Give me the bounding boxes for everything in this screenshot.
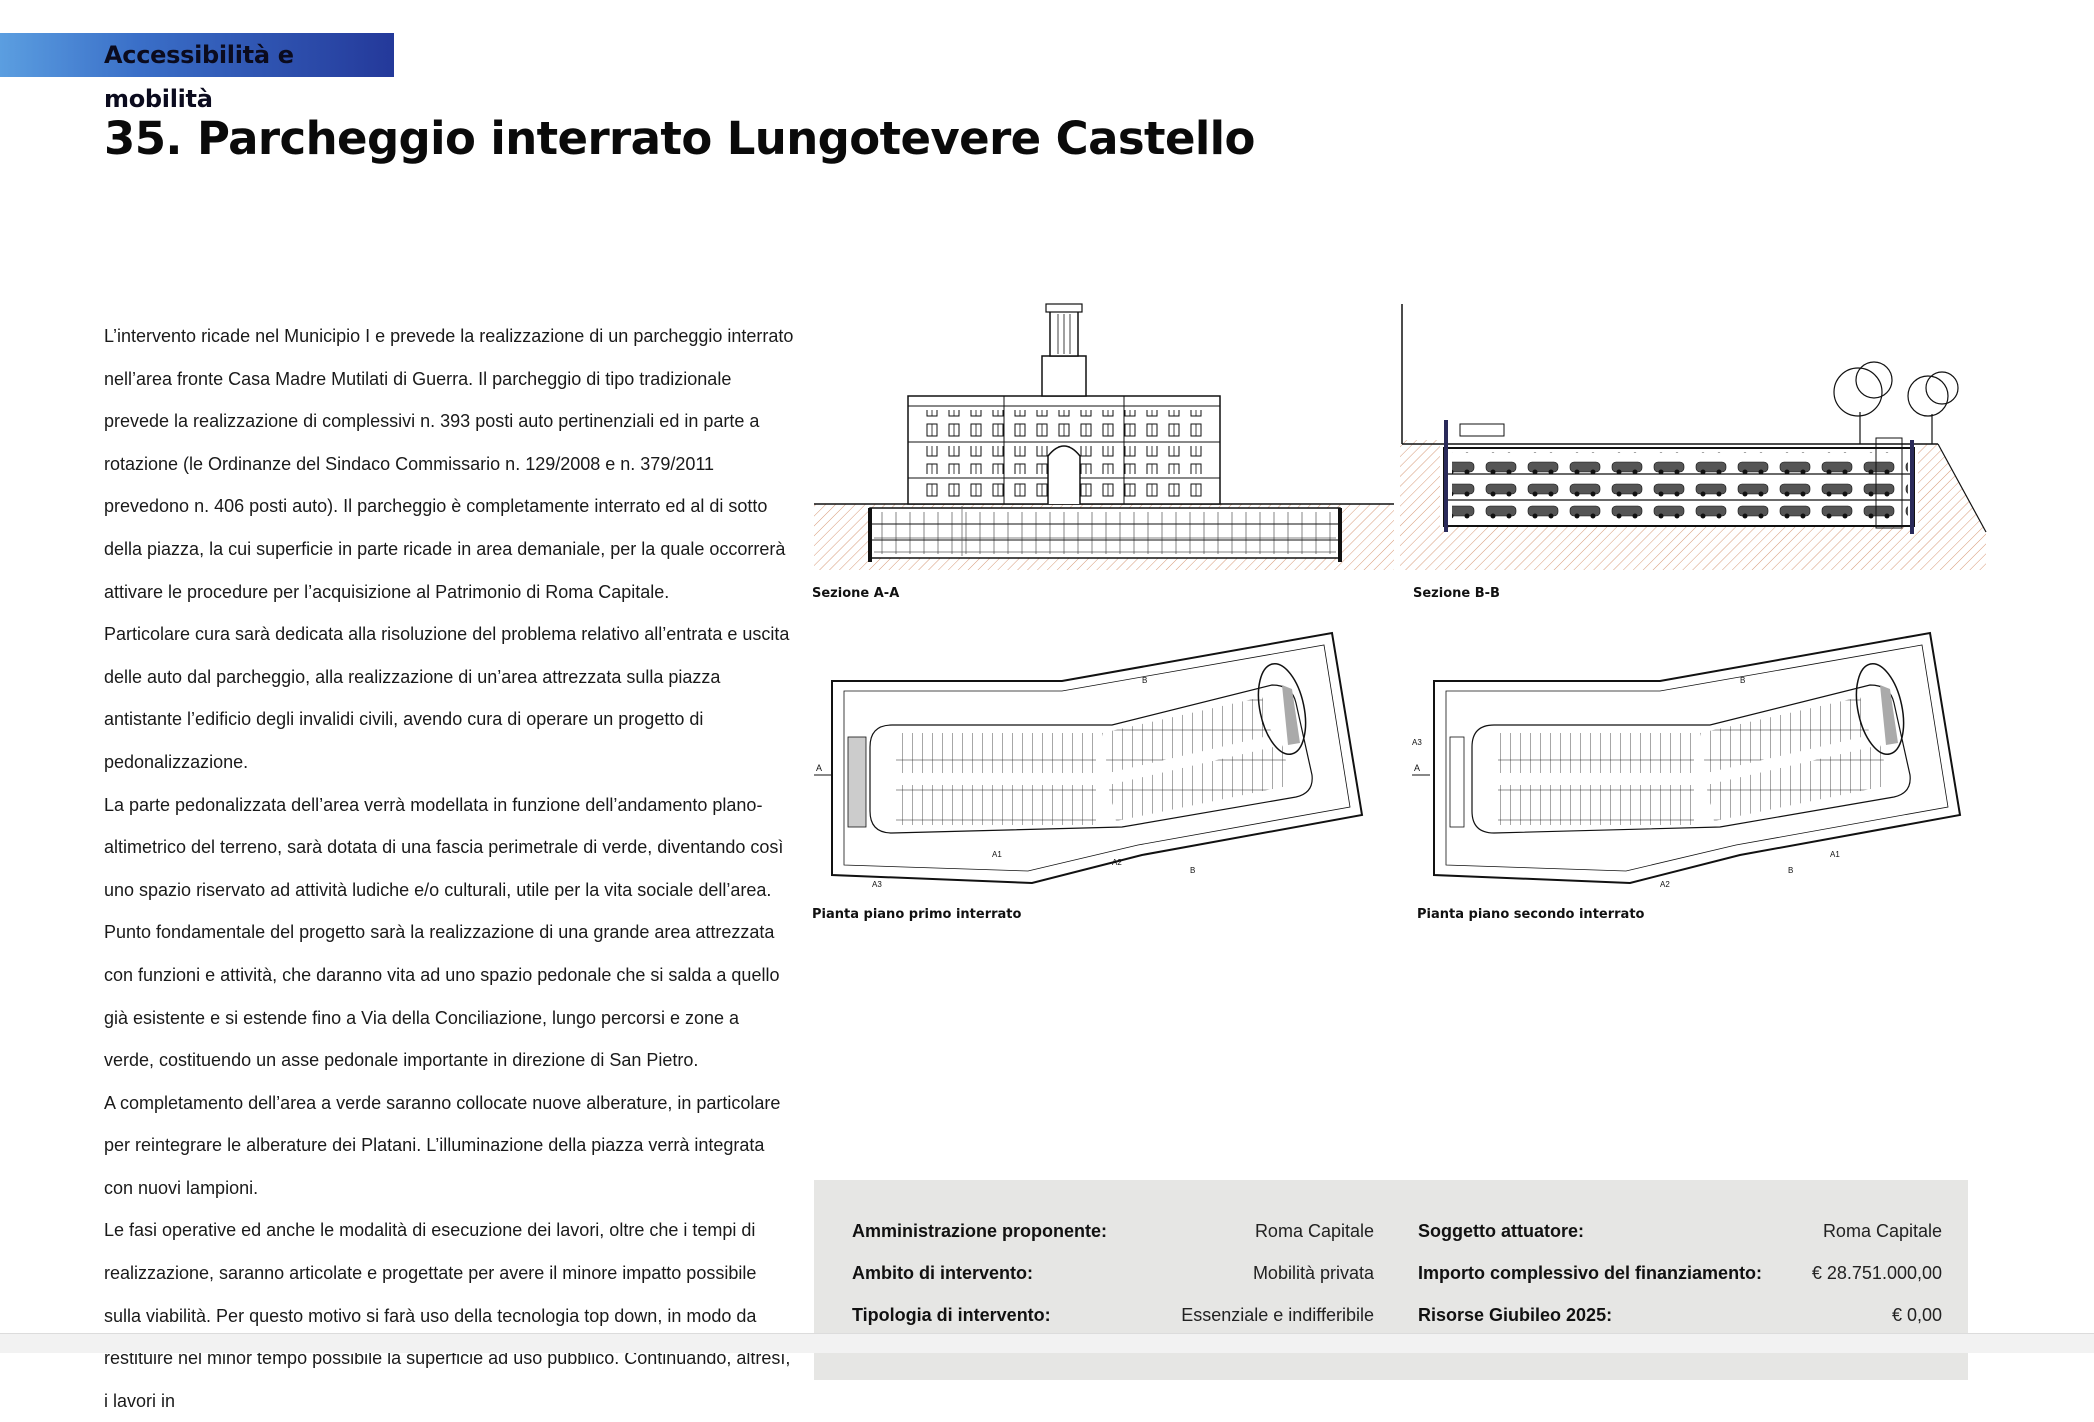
info-proponent: Amministrazione proponente: Roma Capital… bbox=[852, 1216, 1374, 1246]
info-type-label: Tipologia di intervento: bbox=[852, 1305, 1051, 1325]
svg-text:A2: A2 bbox=[1660, 880, 1670, 889]
svg-text:A2: A2 bbox=[1112, 858, 1122, 867]
info-proponent-label: Amministrazione proponente: bbox=[852, 1221, 1108, 1241]
svg-text:A3: A3 bbox=[1412, 738, 1422, 747]
page-title: 35. Parcheggio interrato Lungotevere Cas… bbox=[104, 112, 1255, 165]
svg-text:A: A bbox=[1414, 763, 1420, 773]
info-implementer-value: Roma Capitale bbox=[1822, 1221, 1942, 1241]
svg-text:A: A bbox=[816, 763, 822, 773]
section-bb-caption: Sezione B-B bbox=[1413, 586, 1500, 601]
paragraph-3: La parte pedonalizzata dell’area verrà m… bbox=[104, 794, 784, 900]
section-aa-caption: Sezione A-A bbox=[812, 586, 900, 601]
section-aa-drawing bbox=[812, 300, 1396, 572]
svg-text:A1: A1 bbox=[1830, 850, 1840, 859]
paragraph-4: Punto fondamentale del progetto sarà la … bbox=[104, 922, 780, 1071]
info-scope: Ambito di intervento: Mobilità privata bbox=[852, 1258, 1374, 1288]
info-funding-label: Importo complessivo del finanziamento: bbox=[1418, 1263, 1763, 1283]
paragraph-2: Particolare cura sarà dedicata alla riso… bbox=[104, 624, 790, 772]
paragraph-5: A completamento dell’area a verde sarann… bbox=[104, 1092, 781, 1198]
info-implementer: Soggetto attuatore: Roma Capitale bbox=[1418, 1216, 1942, 1246]
svg-text:B: B bbox=[1740, 676, 1745, 685]
info-scope-value: Mobilità privata bbox=[1252, 1263, 1374, 1283]
plan-second-basement-drawing: A A3 A2 A1 B B bbox=[1410, 625, 1970, 895]
paragraph-6: Le fasi operative ed anche le modalità d… bbox=[104, 1220, 791, 1411]
svg-text:B: B bbox=[1142, 676, 1147, 685]
svg-text:B: B bbox=[1190, 866, 1195, 875]
body-text: L’intervento ricade nel Municipio I e pr… bbox=[104, 315, 794, 1422]
plan-first-basement-drawing: A A1 A2 A3 B B bbox=[812, 625, 1372, 895]
svg-text:B: B bbox=[1788, 866, 1793, 875]
bottom-scroll-bar[interactable] bbox=[0, 1333, 2094, 1353]
info-scope-label: Ambito di intervento: bbox=[852, 1263, 1033, 1283]
info-jubilee: Risorse Giubileo 2025: € 0,00 bbox=[1418, 1300, 1942, 1330]
info-jubilee-value: € 0,00 bbox=[1891, 1305, 1942, 1325]
plan-second-caption: Pianta piano secondo interrato bbox=[1417, 907, 1645, 922]
section-bb-drawing bbox=[1398, 300, 1988, 572]
paragraph-1: L’intervento ricade nel Municipio I e pr… bbox=[104, 326, 794, 602]
info-proponent-value: Roma Capitale bbox=[1254, 1221, 1374, 1241]
info-jubilee-label: Risorse Giubileo 2025: bbox=[1418, 1305, 1613, 1325]
svg-text:A1: A1 bbox=[992, 850, 1002, 859]
svg-text:A3: A3 bbox=[872, 880, 882, 889]
info-type: Tipologia di intervento: Essenziale e in… bbox=[852, 1300, 1374, 1330]
plan-first-caption: Pianta piano primo interrato bbox=[812, 907, 1022, 922]
section-tag: Accessibilità e mobilità bbox=[0, 33, 394, 113]
info-type-value: Essenziale e indifferibile bbox=[1181, 1305, 1374, 1325]
info-funding-value: € 28.751.000,00 bbox=[1811, 1263, 1942, 1283]
info-funding: Importo complessivo del finanziamento: €… bbox=[1418, 1258, 1942, 1288]
info-implementer-label: Soggetto attuatore: bbox=[1418, 1221, 1584, 1241]
